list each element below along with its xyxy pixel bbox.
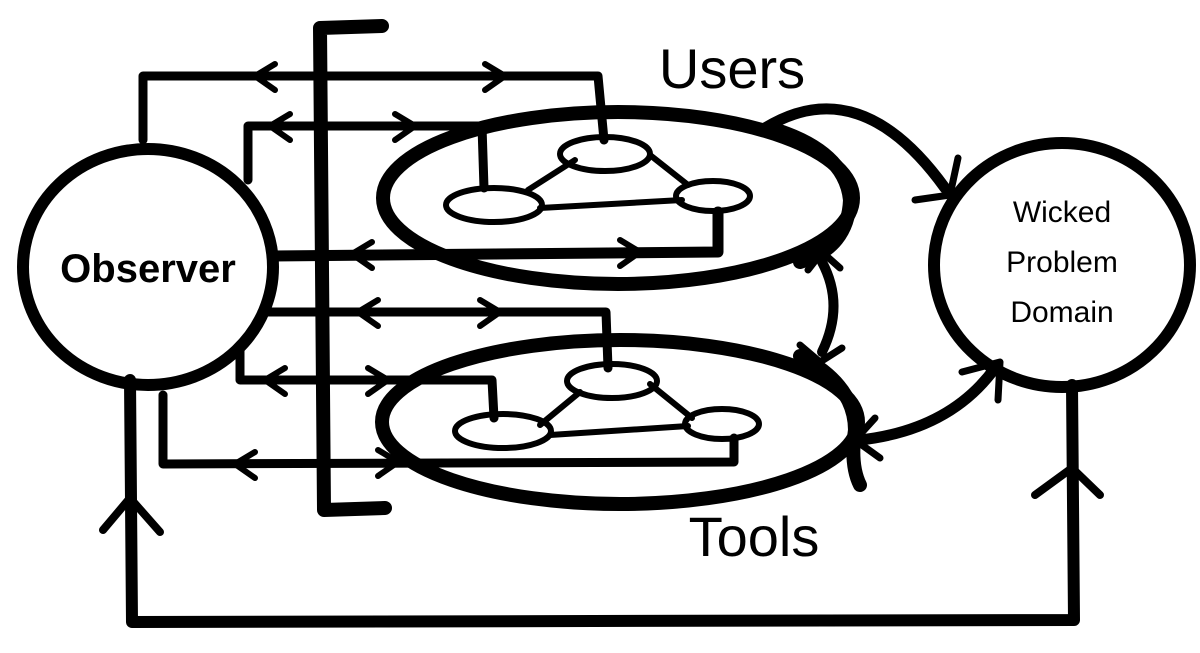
wicked-label-line1: Wicked xyxy=(1013,196,1111,229)
users-tools-link xyxy=(796,248,846,366)
observer-links xyxy=(138,61,739,481)
arrowhead-left xyxy=(355,297,381,329)
link-observer-tools-left xyxy=(235,340,499,423)
arrowhead-left xyxy=(232,449,258,481)
tools-node-left xyxy=(452,411,554,451)
arrowhead-left xyxy=(252,61,278,93)
arrowhead-right xyxy=(482,61,508,93)
arrowhead-right xyxy=(392,111,418,143)
link-observer-tools-right xyxy=(158,390,739,469)
users-node-top xyxy=(557,134,653,174)
users-label: Users xyxy=(659,37,805,100)
wicked-problem-domain-node: Wicked Problem Domain xyxy=(928,137,1196,393)
tools-node-right xyxy=(682,406,762,442)
users-node-left xyxy=(443,185,545,225)
tools-domain-link xyxy=(851,358,1004,462)
users-domain-link xyxy=(759,103,962,204)
arrowhead-left xyxy=(262,365,288,397)
arrowhead-up xyxy=(804,248,844,274)
tools-node-top xyxy=(564,361,660,401)
tools-label: Tools xyxy=(689,505,820,568)
arrowhead-left xyxy=(267,111,293,143)
observer-node: Observer xyxy=(17,143,279,391)
arrowhead-to-domain xyxy=(911,154,962,204)
arrowhead-right xyxy=(365,365,391,397)
wicked-label-line3: Domain xyxy=(1010,296,1113,329)
arrowhead-to-domain xyxy=(958,358,1004,404)
tools-group: Tools xyxy=(375,333,867,568)
users-node-right xyxy=(673,178,753,214)
users-group: Users xyxy=(376,37,860,291)
link-observer-users-right xyxy=(266,206,724,262)
boundary-bracket xyxy=(313,19,392,517)
arrowhead-right xyxy=(477,297,503,329)
arrowhead-to-tools xyxy=(851,414,884,462)
arrowhead-right xyxy=(617,237,643,269)
arrowhead-right xyxy=(375,447,401,479)
feedback-loop xyxy=(99,374,1104,628)
arrowhead-down xyxy=(796,341,846,366)
link-observer-tools-top xyxy=(257,307,613,373)
observer-label: Observer xyxy=(60,247,236,291)
link-observer-users-left xyxy=(243,121,489,193)
feedback-arrowhead-up-left xyxy=(99,494,164,536)
feedback-arrowhead-up-right xyxy=(1031,464,1104,499)
wicked-label-line2: Problem xyxy=(1006,246,1118,279)
arrowhead-left xyxy=(349,239,375,271)
